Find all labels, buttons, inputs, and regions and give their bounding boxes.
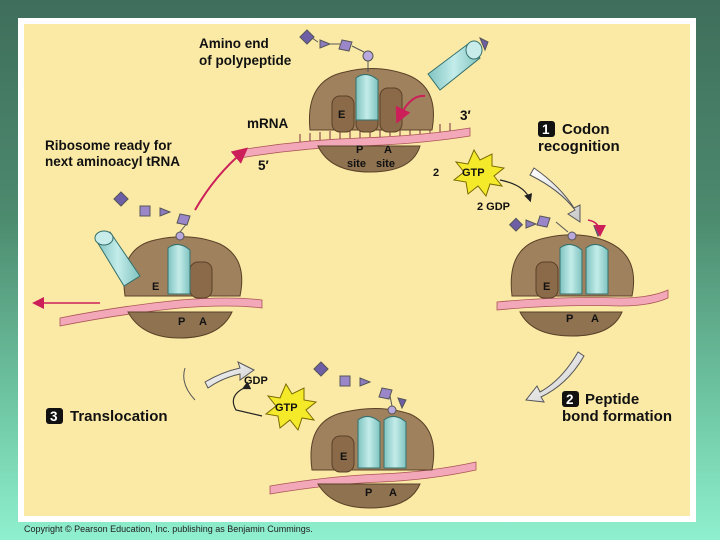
bottom-p-label: P (365, 487, 372, 499)
step-2-label: 2 Peptide bond formation (562, 391, 672, 425)
gtp-burst-bottom: GTP (264, 382, 318, 432)
left-ribosome-group: E P A (59, 191, 263, 339)
step-1-number: 1 (542, 122, 550, 137)
mrna-strand-right (496, 289, 669, 311)
gtp-hydrolysis-arrow-bottom (232, 381, 263, 417)
step-2-title: Peptide (585, 391, 639, 408)
p-site-word: site (347, 158, 366, 170)
cycle-arrow-right-bottom (525, 351, 585, 403)
trna-entry-arrow (395, 94, 426, 124)
trna-p-bottom (357, 416, 381, 469)
left-e-label: E (152, 281, 159, 293)
step-3-title: Translocation (70, 408, 168, 425)
right-ribosome-group: E P A (496, 215, 669, 337)
amino-end-label-2: of polypeptide (199, 53, 292, 68)
small-subunit-right (519, 311, 623, 337)
step-2-subtitle: bond formation (562, 408, 672, 425)
step-3-number: 3 (50, 409, 58, 424)
step-1-title: Codon (562, 121, 609, 138)
trna-a-right (585, 244, 609, 295)
step-1-subtitle: recognition (538, 138, 620, 155)
mrna-strand (239, 127, 471, 159)
gtp-count: 2 (433, 167, 439, 179)
gtp-label-top: GTP (462, 167, 485, 179)
p-site-label: P (356, 144, 363, 156)
peptide-bottom (313, 361, 407, 415)
ready-label-2: next aminoacyl tRNA (45, 154, 180, 169)
trna-p-right (559, 244, 583, 295)
small-subunit (317, 145, 421, 173)
three-prime-label: 3′ (460, 108, 471, 123)
right-p-label: P (566, 313, 573, 325)
gdp-label-top: 2 GDP (477, 201, 510, 213)
gdp-label-bottom: GDP (244, 375, 268, 387)
peptide-left (113, 191, 191, 241)
cycle-arrow-left-stem (183, 367, 196, 401)
gtp-hydrolysis-arrow (499, 179, 533, 203)
right-e-label: E (543, 281, 550, 293)
incoming-aminoacyl-trna (427, 36, 489, 91)
e-site-label: E (338, 109, 345, 121)
right-a-label: A (591, 313, 599, 325)
a-site-word: site (376, 158, 395, 170)
ready-arrow (194, 147, 249, 211)
small-subunit-bottom (317, 483, 421, 509)
bottom-e-label: E (340, 451, 347, 463)
mrna-label: mRNA (247, 116, 289, 131)
amino-end-label-1: Amino end (199, 36, 269, 51)
cycle-arrow-right-top (529, 167, 581, 223)
a-site-pocket (379, 87, 403, 133)
small-subunit-left (127, 311, 233, 339)
cycle-arrow-bottom-left (204, 361, 255, 389)
trna-a-bottom (383, 416, 407, 469)
ready-label-1: Ribosome ready for (45, 138, 173, 153)
step-2-number: 2 (566, 392, 574, 407)
gtp-label-bottom: GTP (275, 402, 298, 414)
trna-p-left (167, 244, 191, 295)
e-site-pocket (331, 95, 355, 133)
left-a-label: A (199, 316, 207, 328)
peptide-transfer-arrow (587, 219, 606, 237)
bottom-a-label: A (389, 487, 397, 499)
polypeptide-chain (299, 29, 374, 72)
top-ribosome-group: Amino end of polypeptide mRNA 3′ 5′ E P … (199, 29, 489, 173)
left-p-label: P (178, 316, 185, 328)
copyright-notice: Copyright © Pearson Education, Inc. publ… (24, 524, 313, 534)
step-3-label: 3 Translocation (46, 408, 168, 425)
five-prime-label: 5′ (258, 158, 269, 173)
trna-p-site (355, 74, 379, 121)
gtp-burst-top: GTP (452, 148, 506, 198)
step-1-label: 1 Codon recognition (538, 121, 620, 155)
bottom-ribosome-group: E P A (269, 361, 477, 509)
a-site-label: A (384, 144, 392, 156)
